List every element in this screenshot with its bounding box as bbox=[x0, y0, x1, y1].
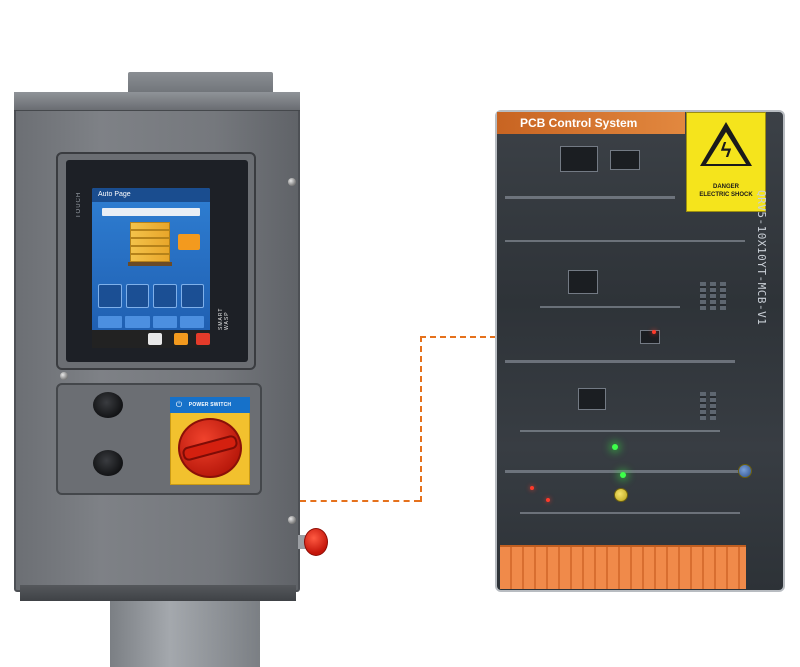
pcb-chip bbox=[610, 150, 640, 170]
screw-left bbox=[60, 372, 68, 380]
pcb-chip bbox=[640, 330, 660, 344]
status-led-red bbox=[652, 330, 656, 334]
pcb-chip bbox=[568, 270, 598, 294]
power-icon: ⏻ bbox=[175, 400, 183, 409]
hmi-close-button[interactable] bbox=[179, 316, 204, 328]
capacitor bbox=[738, 464, 752, 478]
hand-icon[interactable] bbox=[174, 333, 188, 345]
hmi-power-button[interactable] bbox=[98, 316, 123, 328]
hmi-maker-label: SMART WASP bbox=[218, 307, 230, 330]
screw-top-right bbox=[288, 178, 296, 186]
seven-segment-display bbox=[720, 282, 726, 310]
status-led-red bbox=[546, 498, 550, 502]
status-led-red bbox=[530, 486, 534, 490]
hmi-status-badge[interactable] bbox=[178, 234, 200, 250]
tools-icon[interactable] bbox=[148, 333, 162, 345]
pcb-title: PCB Control System bbox=[520, 116, 638, 130]
seven-segment-display bbox=[710, 392, 716, 420]
pcb-trace bbox=[505, 360, 735, 363]
pcb-title-bar bbox=[497, 112, 685, 134]
hmi-back-button[interactable] bbox=[152, 316, 177, 328]
hmi-screen-title: Auto Page bbox=[92, 188, 210, 202]
status-led-green bbox=[620, 472, 626, 478]
maker-logo-icon bbox=[196, 333, 210, 345]
terminal-block-connectors bbox=[500, 545, 746, 589]
cabinet-base bbox=[20, 585, 296, 601]
pcb-trace bbox=[520, 512, 740, 514]
connector-line-lower bbox=[300, 500, 420, 502]
hmi-function-tiles[interactable] bbox=[98, 284, 204, 308]
pcb-trace bbox=[505, 196, 675, 199]
pcb-trace bbox=[505, 470, 745, 473]
connector-line-vertical bbox=[420, 336, 422, 502]
hmi-tile-2[interactable] bbox=[125, 284, 149, 308]
connector-line-upper bbox=[420, 336, 496, 338]
power-switch-label: POWER SWITCH bbox=[170, 397, 250, 413]
pcb-trace bbox=[520, 430, 720, 432]
pallet-graphic bbox=[128, 222, 172, 266]
hmi-control-bar[interactable] bbox=[98, 316, 204, 328]
lightning-bolt-icon: ϟ bbox=[720, 140, 732, 162]
hmi-pause-button[interactable] bbox=[125, 316, 150, 328]
hmi-tile-1[interactable] bbox=[98, 284, 122, 308]
cabinet-top-lip bbox=[14, 92, 300, 111]
blank-port-bottom bbox=[93, 450, 123, 476]
hmi-tile-4[interactable] bbox=[180, 284, 204, 308]
mounting-column-base bbox=[110, 600, 260, 667]
status-led-green bbox=[612, 444, 618, 450]
seven-segment-display bbox=[700, 282, 706, 310]
hmi-brand-label: TOUCH bbox=[76, 191, 82, 218]
pcb-chip bbox=[560, 146, 598, 172]
screw-bottom-right bbox=[288, 516, 296, 524]
hmi-tile-3[interactable] bbox=[153, 284, 177, 308]
capacitor bbox=[614, 488, 628, 502]
emergency-stop-button[interactable] bbox=[304, 528, 328, 556]
warning-text: DANGER ELECTRIC SHOCK bbox=[699, 184, 753, 198]
seven-segment-display bbox=[700, 392, 706, 420]
pcb-chip bbox=[578, 388, 606, 410]
hmi-touchscreen[interactable]: Auto Page bbox=[92, 188, 210, 346]
seven-segment-display bbox=[710, 282, 716, 310]
blank-port-top bbox=[93, 392, 123, 418]
pcb-trace bbox=[540, 306, 680, 308]
pcb-trace bbox=[505, 240, 745, 242]
pcb-serial-number: QRV5-10X10YT-MCB-V1 bbox=[755, 190, 768, 326]
hmi-info-banner bbox=[102, 208, 200, 216]
